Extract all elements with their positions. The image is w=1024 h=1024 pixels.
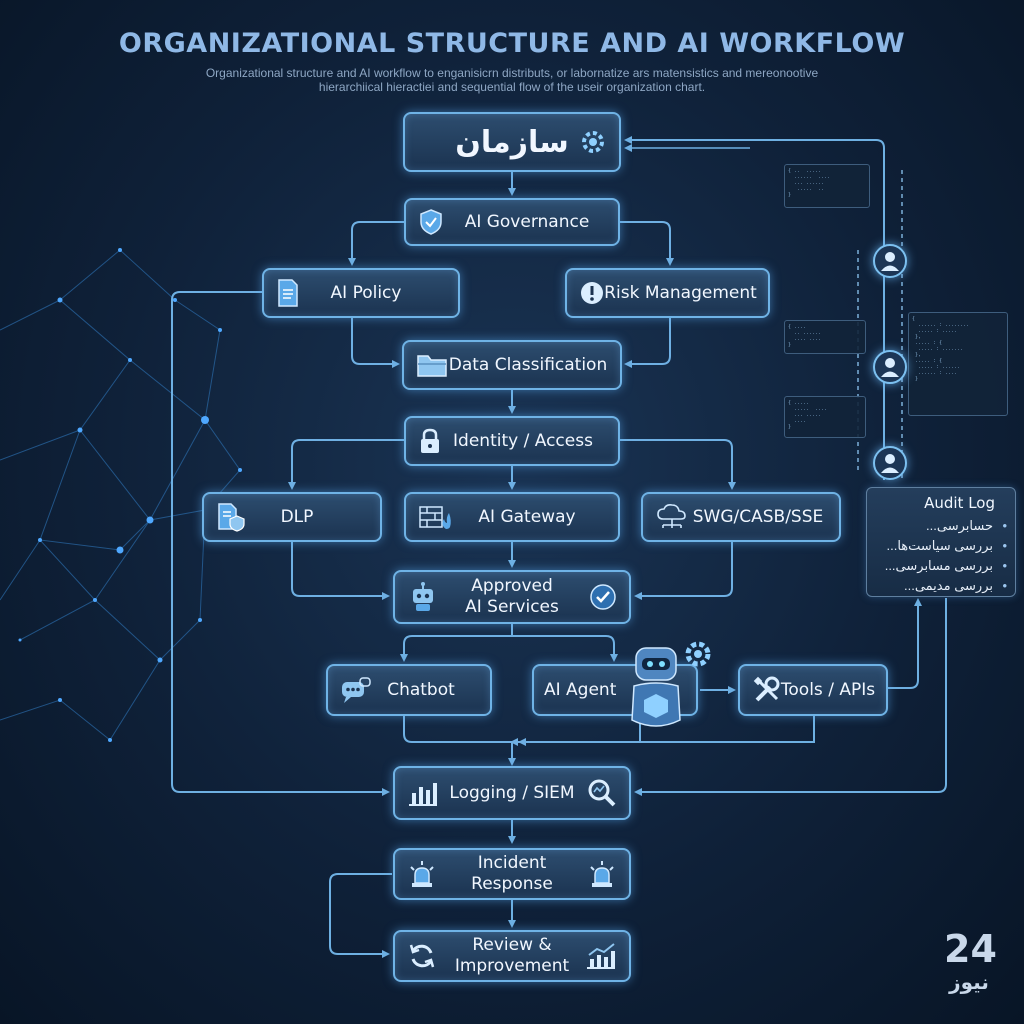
user-icon bbox=[881, 454, 899, 473]
cloud-network-icon bbox=[657, 504, 686, 528]
code-snippet-4: { ...... : ........ ..... : ..... }, ...… bbox=[908, 312, 1008, 416]
lock-icon bbox=[421, 428, 439, 453]
user-icon bbox=[881, 252, 899, 271]
node-risk-management-label: Risk Management bbox=[604, 282, 757, 303]
user-avatar-2[interactable] bbox=[873, 350, 907, 384]
audit-log-item: حسابرسی... bbox=[875, 516, 1007, 536]
node-incident-response[interactable]: Incident Response bbox=[393, 848, 631, 900]
document-icon bbox=[278, 279, 298, 307]
wrench-screwdriver-icon bbox=[753, 676, 780, 702]
node-ai-gateway-label: AI Gateway bbox=[478, 506, 576, 527]
node-review-improvement-label: Review & Improvement bbox=[454, 935, 570, 976]
node-ai-governance[interactable]: AI Governance bbox=[404, 198, 620, 246]
robot-icon bbox=[413, 582, 433, 611]
warning-icon bbox=[581, 282, 603, 304]
logo-text: نیوز bbox=[949, 970, 989, 994]
audit-log-list: حسابرسی... بررسی سیاست‌ها... بررسی مسابر… bbox=[875, 516, 1007, 596]
audit-log-item: بررسی مدیمی... bbox=[875, 576, 1007, 596]
checkmark-icon bbox=[590, 584, 616, 610]
node-approved-ai-services[interactable]: Approved AI Services bbox=[393, 570, 631, 624]
magnifier-icon bbox=[588, 779, 616, 807]
node-incident-response-label: Incident Response bbox=[471, 853, 553, 894]
node-ai-governance-label: AI Governance bbox=[464, 211, 590, 232]
page-subtitle: Organizational structure and AI workflow… bbox=[205, 66, 819, 94]
node-review-improvement[interactable]: Review & Improvement bbox=[393, 930, 631, 982]
node-logging-siem[interactable]: Logging / SIEM bbox=[393, 766, 631, 820]
node-swg-casb-sse[interactable]: SWG/CASB/SSE bbox=[641, 492, 841, 542]
node-organization-label: سازمان bbox=[455, 124, 569, 160]
audit-log-item: بررسی مسابرسی... bbox=[875, 556, 1007, 576]
shield-icon bbox=[420, 209, 442, 235]
audit-log-panel[interactable]: Audit Log حسابرسی... بررسی سیاست‌ها... ب… bbox=[866, 487, 1016, 597]
code-snippet-3: { ..... ..... .... ... ..... .... } bbox=[784, 396, 866, 438]
node-chatbot-label: Chatbot bbox=[387, 679, 455, 700]
brand-logo: 24 نیوز bbox=[944, 927, 997, 1008]
node-logging-siem-label: Logging / SIEM bbox=[449, 782, 575, 803]
node-identity-access-label: Identity / Access bbox=[453, 430, 593, 451]
robot-agent-icon bbox=[631, 641, 711, 727]
chat-bubble-icon bbox=[342, 677, 371, 703]
node-ai-agent-label: AI Agent bbox=[544, 679, 617, 700]
firewall-icon bbox=[419, 506, 451, 529]
audit-log-title: Audit Log bbox=[924, 494, 995, 512]
node-chatbot[interactable]: Chatbot bbox=[326, 664, 492, 716]
bar-chart-icon bbox=[409, 783, 437, 806]
node-ai-gateway[interactable]: AI Gateway bbox=[404, 492, 620, 542]
code-snippet-2: { .... .. ...... .... .... } bbox=[784, 320, 866, 354]
document-shield-icon bbox=[218, 503, 245, 532]
folder-icon bbox=[417, 355, 447, 377]
node-dlp-label: DLP bbox=[280, 506, 314, 527]
node-approved-ai-services-label: Approved AI Services bbox=[465, 576, 559, 617]
siren-icon bbox=[590, 861, 614, 887]
logo-number: 24 bbox=[944, 927, 997, 971]
node-identity-access[interactable]: Identity / Access bbox=[404, 416, 620, 466]
node-data-classification[interactable]: Data Classification bbox=[402, 340, 622, 390]
user-icon bbox=[881, 358, 899, 377]
node-tools-apis-label: Tools / APIs bbox=[780, 679, 876, 700]
node-risk-management[interactable]: Risk Management bbox=[565, 268, 770, 318]
refresh-icon bbox=[409, 944, 435, 968]
page-title: ORGANIZATIONAL STRUCTURE AND AI WORKFLOW bbox=[118, 28, 906, 59]
node-tools-apis[interactable]: Tools / APIs bbox=[738, 664, 888, 716]
node-data-classification-label: Data Classification bbox=[448, 354, 608, 375]
code-snippet-1: { .. ..... ...... .... ... ...... ..... … bbox=[784, 164, 870, 208]
user-avatar-1[interactable] bbox=[873, 244, 907, 278]
node-ai-policy[interactable]: AI Policy bbox=[262, 268, 460, 318]
node-swg-casb-sse-label: SWG/CASB/SSE bbox=[692, 506, 824, 527]
gear-icon bbox=[582, 131, 604, 153]
user-avatar-3[interactable] bbox=[873, 446, 907, 480]
siren-icon bbox=[410, 861, 434, 887]
trend-chart-icon bbox=[587, 943, 615, 969]
node-organization[interactable]: سازمان bbox=[403, 112, 621, 172]
audit-log-item: بررسی سیاست‌ها... bbox=[875, 536, 1008, 556]
node-ai-policy-label: AI Policy bbox=[330, 282, 402, 303]
node-dlp[interactable]: DLP bbox=[202, 492, 382, 542]
